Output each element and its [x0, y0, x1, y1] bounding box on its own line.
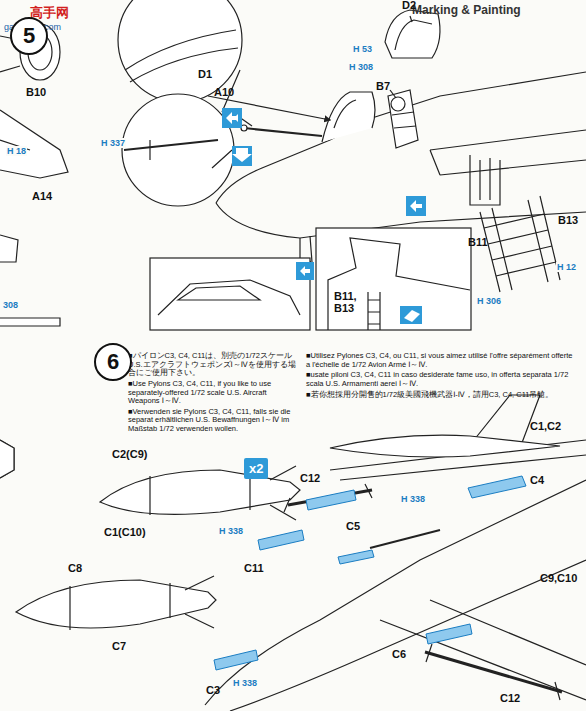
node-text: x2 [249, 461, 263, 476]
part-number: C6 [392, 648, 406, 660]
paint-code: H 338 [400, 494, 426, 504]
paint-code: H 338 [232, 678, 258, 688]
paint-code: H 306 [476, 296, 502, 306]
step-number: 5 [10, 17, 48, 55]
part-number: A14 [32, 190, 52, 202]
part-number: B11 [468, 236, 488, 248]
part-number: C4 [530, 474, 544, 486]
part-number: C5 [346, 520, 360, 532]
part-number: B11, B13 [334, 290, 366, 314]
part-number: B7 [376, 80, 390, 92]
paint-code: 308 [2, 300, 19, 310]
node-text: 6 [107, 349, 119, 375]
part-number: C1,C2 [530, 420, 561, 432]
paint-code: H 53 [352, 44, 373, 54]
paint-code: H 12 [556, 262, 577, 272]
assembly-note: ■Verwenden sie Pylons C3, C4, C11, falls… [128, 408, 298, 434]
assembly-note: ■若你想採用分開售的1/72級美國飛機武器Ⅰ-Ⅳ，請用C3, C4, C11吊艙… [306, 391, 578, 400]
part-number: C9,C10 [540, 572, 577, 584]
part-number: C1(C10) [104, 526, 146, 538]
part-number: C2(C9) [112, 448, 147, 460]
paint-code: H 338 [218, 526, 244, 536]
part-number: C3 [206, 684, 220, 696]
paint-code: H 18 [6, 146, 27, 156]
node-text: 5 [23, 23, 35, 49]
assembly-note: ■パイロンC3, C4, C11は、別売の1/72スケールU.S.エアクラフトウ… [128, 352, 298, 378]
part-number: D2 [402, 0, 416, 11]
part-number: A10 [214, 86, 234, 98]
paint-code: H 308 [348, 62, 374, 72]
assembly-note: ■Utilisez Pylones C3, C4, ou C11, si vou… [306, 352, 578, 369]
part-number: B10 [26, 86, 46, 98]
part-number: C7 [112, 640, 126, 652]
part-number: C12 [300, 472, 320, 484]
header-text: Marking & Painting [412, 3, 521, 17]
part-number: C12 [500, 692, 520, 704]
part-number: C11 [244, 562, 264, 574]
part-number: D1 [198, 68, 212, 80]
part-number: B13 [558, 214, 578, 226]
part-number: C8 [68, 562, 82, 574]
assembly-note: ■usate piloni C3, C4, C11 in caso deside… [306, 371, 578, 388]
quantity-box: x2 [244, 458, 268, 479]
step-number: 6 [94, 343, 132, 381]
assembly-note: ■Use Pylons C3, C4, C11, if you like to … [128, 380, 298, 406]
paint-code: H 337 [100, 138, 126, 148]
